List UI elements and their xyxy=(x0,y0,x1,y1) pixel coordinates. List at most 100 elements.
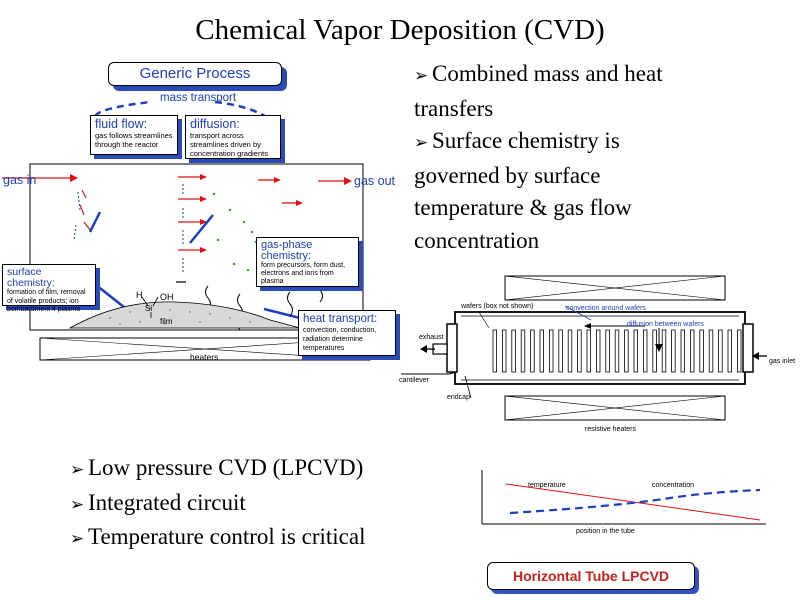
diffusion-dots-left xyxy=(73,191,81,241)
wafer xyxy=(558,329,563,373)
generic-process-diagram: Generic Process mass transport fluid flo… xyxy=(0,60,405,370)
heater-cross xyxy=(504,275,726,301)
profile-chart: temperature concentration position in th… xyxy=(470,462,770,542)
temperature-label: temperature xyxy=(528,482,566,489)
horizontal-tube-diagram: wafers (box not shown) convection around… xyxy=(395,268,800,440)
film-texture xyxy=(109,307,251,325)
bond xyxy=(152,296,159,307)
wafer xyxy=(492,329,497,373)
gas-inlet-label: gas inlet xyxy=(769,358,796,365)
streamline-arrows xyxy=(178,176,296,251)
cantilever-rod xyxy=(448,371,458,375)
wafer xyxy=(502,329,507,373)
right-endcap xyxy=(742,323,754,373)
fluid-flow-line: through the reactor xyxy=(95,140,159,149)
surface-chemistry-box: surface chemistry: formation of film, re… xyxy=(2,264,96,313)
convection-label: convection around wafers xyxy=(566,305,646,312)
wafer xyxy=(699,329,704,373)
mass-transport-left-dash xyxy=(93,100,151,117)
gas-phase-line: electrons and ions from xyxy=(261,270,334,277)
bullet-arrow-icon: ➢ xyxy=(70,460,85,479)
heater-cross xyxy=(504,395,726,421)
wafer-stack xyxy=(492,329,742,373)
bullet-arrow-icon: ➢ xyxy=(414,66,429,85)
film-deposit xyxy=(68,301,301,329)
bullet-continued: transfers xyxy=(414,93,663,126)
bond xyxy=(141,296,149,307)
heaters-label: heaters xyxy=(190,352,219,362)
arrowhead xyxy=(584,323,591,329)
profile-graphics xyxy=(481,470,766,525)
wafer xyxy=(689,329,695,373)
fluid-flow-title: fluid flow: xyxy=(95,117,148,131)
gas-phase-line: form precursors, form dust, xyxy=(261,262,346,269)
left-endcap xyxy=(446,323,458,373)
film-label: film xyxy=(160,317,173,326)
page-title: Chemical Vapor Deposition (CVD) xyxy=(195,14,605,46)
surface-chemistry-title: surface chemistry: xyxy=(7,266,55,289)
heat-transport-line: convection, conduction, xyxy=(303,327,377,334)
heat-transport-box: heat transport: convection, conduction, … xyxy=(298,310,396,356)
bullet-arrow-icon: ➢ xyxy=(70,494,85,514)
heat-transport-line: radiation determine xyxy=(303,336,363,343)
wafer xyxy=(680,329,685,373)
fluid-flow-connector xyxy=(88,211,102,233)
generic-process-heading: Generic Process xyxy=(108,62,282,86)
endcap-leader xyxy=(464,375,472,399)
bullet-continued: temperature & gas flow xyxy=(414,192,663,225)
molecule-oh: OH xyxy=(160,292,174,302)
bullet-text: temperature & gas flow xyxy=(414,195,632,220)
gas-in-label: gas in xyxy=(3,173,37,187)
diffusion-line: transport across xyxy=(190,131,244,140)
wafer xyxy=(718,329,723,373)
exhaust-pipe xyxy=(432,343,448,355)
gas-out-label: gas out xyxy=(354,174,396,188)
wafer xyxy=(595,329,601,373)
surface-chemistry-line: formation of film, removal xyxy=(7,289,86,296)
wafer xyxy=(520,329,526,373)
arrowhead xyxy=(70,174,78,182)
molecule-si: Si xyxy=(145,304,153,313)
diffusion-label: diffusion between wafers xyxy=(627,321,704,328)
fluid-flow-box: fluid flow: gas follows streamlines thro… xyxy=(90,115,178,155)
wafer xyxy=(671,329,676,373)
wafer xyxy=(736,329,742,373)
bullet-mass-heat: ➢Combined mass and heat xyxy=(414,58,663,93)
fluid-flow-line: gas follows streamlines xyxy=(95,131,173,140)
wafer xyxy=(624,329,629,373)
bullet-text: concentration xyxy=(414,227,540,253)
wafer xyxy=(605,329,610,373)
concentration-curve xyxy=(509,488,761,515)
heat-transport-line: temperatures xyxy=(303,345,345,352)
wafer xyxy=(511,329,516,373)
wafer xyxy=(727,329,732,373)
wafer xyxy=(586,329,591,373)
arrowhead xyxy=(420,345,427,353)
wafer xyxy=(567,329,573,373)
diffusion-line: streamlines driven by xyxy=(190,140,261,149)
right-bullets: ➢Combined mass and heat transfers ➢Surfa… xyxy=(414,58,663,257)
surface-chemistry-line: of volatile products; ion xyxy=(7,297,79,305)
wafer xyxy=(614,329,620,373)
bullet-arrow-icon: ➢ xyxy=(414,133,429,152)
wafer xyxy=(548,329,554,373)
bullet-arrow-icon: ➢ xyxy=(70,529,85,548)
resistive-heaters-label: resistive heaters xyxy=(585,426,636,433)
bottom-bullets: ➢Low pressure CVD (LPCVD) ➢Integrated ci… xyxy=(70,452,365,556)
gas-phase-line: plasma xyxy=(261,278,284,285)
diffusion-line: concentration gradients xyxy=(190,149,268,158)
convection-leader xyxy=(564,305,592,321)
wafer xyxy=(708,329,714,373)
wafer xyxy=(642,329,648,373)
wafer xyxy=(652,329,657,373)
gas-phase-title: gas-phase xyxy=(261,239,313,251)
bullet-continued: concentration xyxy=(414,225,663,258)
diffusion-connector xyxy=(189,214,214,244)
generic-process-graphics xyxy=(2,100,371,361)
wafers-label: wafers (box not shown) xyxy=(461,303,534,310)
wafers-leader xyxy=(478,311,490,329)
streamline-arrowheads xyxy=(200,174,303,253)
arrowhead xyxy=(752,352,759,360)
mass-transport-label: mass transport xyxy=(160,92,237,104)
bullet-temperature: ➢Temperature control is critical xyxy=(70,521,365,556)
